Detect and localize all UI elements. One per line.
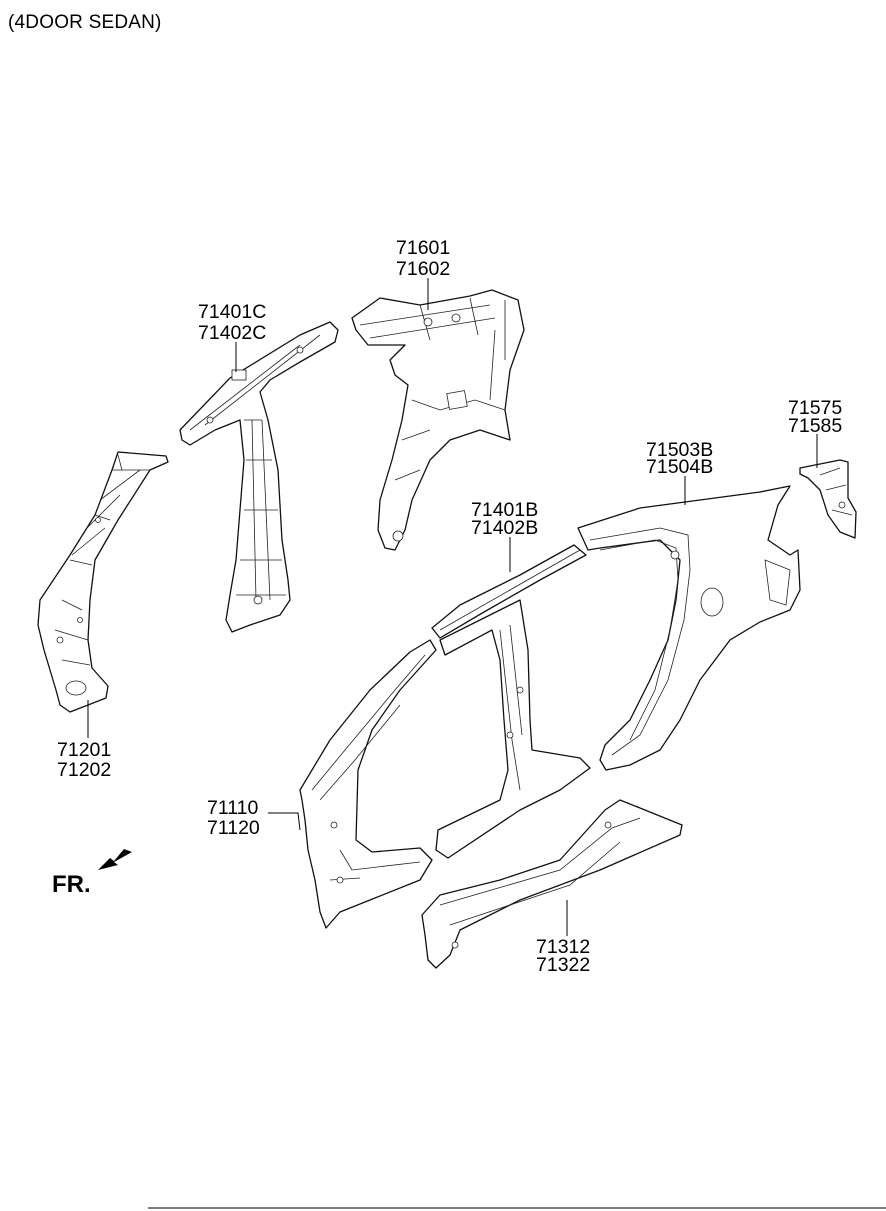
callout-71201: 71201 71202	[57, 739, 111, 781]
part-number: 71585	[788, 415, 842, 437]
part-number: 71402C	[198, 322, 266, 344]
front-direction-indicator: FR.	[52, 849, 132, 898]
callout-71312: 71312 71322	[536, 936, 590, 976]
quarter-outer-part[interactable]	[577, 485, 801, 771]
front-label: FR.	[52, 871, 91, 898]
part-number: 71575	[788, 397, 842, 419]
part-number: 71322	[536, 954, 590, 976]
center-pillar-inner-part[interactable]	[179, 321, 339, 633]
front-pillar-part[interactable]	[37, 451, 169, 713]
part-number: 71601	[396, 237, 450, 259]
callout-71575: 71575 71585	[788, 397, 842, 437]
callout-71503b: 71503B 71504B	[646, 439, 713, 478]
part-number: 71120	[207, 817, 260, 839]
arrow-icon	[98, 849, 132, 870]
callout-71601: 71601 71602	[396, 237, 450, 280]
leader-lines	[87, 278, 818, 936]
callout-71110: 71110 71120	[207, 797, 260, 839]
part-number: 71504B	[646, 456, 713, 478]
side-sill-part[interactable]	[421, 799, 683, 969]
part-number: 71312	[536, 936, 590, 958]
roof-rail-part[interactable]	[431, 544, 587, 639]
part-number: 71202	[57, 759, 111, 781]
part-number: 71401C	[198, 301, 266, 323]
leader-71110	[268, 812, 301, 831]
part-number: 71402B	[471, 517, 538, 539]
part-number: 71201	[57, 739, 111, 761]
diagram-title: (4DOOR SEDAN)	[8, 12, 162, 33]
callout-71401c: 71401C 71402C	[198, 301, 266, 344]
part-number: 71401B	[471, 499, 538, 521]
part-number: 71602	[396, 258, 450, 280]
callout-71401b: 71401B 71402B	[471, 499, 538, 539]
rear-bracket-part[interactable]	[799, 459, 857, 539]
quarter-inner-part[interactable]	[351, 289, 525, 551]
part-number: 71110	[207, 797, 258, 819]
part-number: 71503B	[646, 439, 713, 461]
side-outer-panel-part[interactable]	[299, 599, 591, 929]
